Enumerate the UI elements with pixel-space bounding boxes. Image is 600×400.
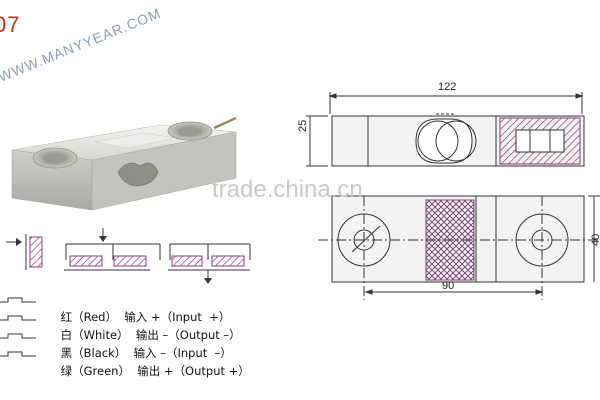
wire-color-cn: 绿 <box>60 364 73 378</box>
wire-direction-cn: 输入 + <box>124 310 161 324</box>
model-number: 07 <box>0 12 21 37</box>
load-cell-photo <box>11 116 237 211</box>
wire-signal: （Input +） <box>160 310 231 324</box>
wire-direction-cn: 输入 – <box>133 346 166 360</box>
wire-color-en: （Red） <box>72 310 117 324</box>
wiring-row-red: 红（Red） 输入 +（Input +） <box>46 295 231 339</box>
wire-color-en: （Black） <box>72 346 127 360</box>
wire-direction-cn: 输出 – <box>135 328 169 342</box>
wire-signal: （Input –） <box>165 346 232 360</box>
wire-signal: （Output –） <box>168 328 241 342</box>
wire-direction-cn: 输出 + <box>137 364 174 378</box>
wiring-row-black: 黑（Black） 输入 –（Input –） <box>46 331 232 375</box>
height-dimension: 25 <box>297 119 309 132</box>
wiring-row-white: 白（White） 输出 –（Output –） <box>46 313 241 357</box>
load-diagrams <box>6 228 251 284</box>
wire-color-cn: 黑 <box>60 346 73 360</box>
wire-color-cn: 白 <box>60 328 73 342</box>
width-dimension: 40 <box>590 233 600 246</box>
wire-signal: （Output +） <box>173 364 250 378</box>
wire-color-en: （Green） <box>72 364 130 378</box>
trade-watermark: trade.china.cn <box>212 176 363 203</box>
plan-view <box>318 195 600 300</box>
hole-spacing-dimension: 90 <box>442 280 455 292</box>
wire-color-cn: 红 <box>60 310 73 324</box>
wiring-leads <box>0 297 36 357</box>
wiring-row-green: 绿（Green） 输出 +（Output +） <box>46 349 250 393</box>
length-dimension: 122 <box>438 81 457 93</box>
wire-color-en: （White） <box>72 328 129 342</box>
side-view <box>306 92 585 167</box>
